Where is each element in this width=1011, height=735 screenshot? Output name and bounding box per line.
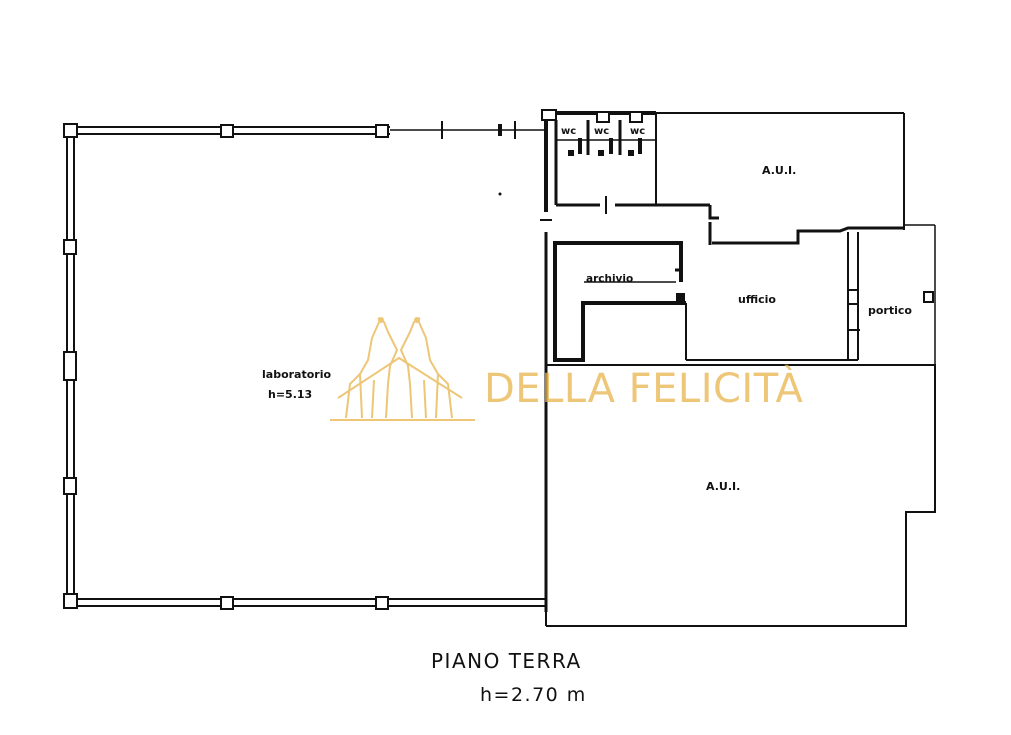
giraffe-logo-icon [330, 317, 475, 421]
room-label-aui-bottom: A.U.I. [706, 480, 740, 493]
room-label-ufficio: ufficio [738, 293, 776, 306]
plan-title: PIANO TERRA [431, 649, 582, 673]
watermark-text: DELLA FELICITÀ [484, 364, 804, 412]
laboratorio-walls [63, 121, 548, 612]
room-label-portico: portico [868, 304, 912, 317]
plan-height-label: h=2.70 m [480, 684, 587, 706]
room-label-archivio: archivio [586, 273, 633, 285]
ufficio-portico-walls [685, 232, 935, 366]
room-label-wc-3: wc [630, 126, 645, 137]
room-label-aui-top: A.U.I. [762, 164, 796, 177]
archivio-walls [553, 241, 686, 362]
watermark: DELLA FELICITÀ [330, 317, 804, 421]
room-label-laboratorio-height: h=5.13 [268, 388, 312, 401]
upper-block-walls [540, 109, 936, 365]
room-label-laboratorio: laboratorio [262, 368, 331, 381]
lower-aui-walls [545, 364, 936, 627]
room-label-wc-2: wc [594, 126, 609, 137]
room-label-wc-1: wc [561, 126, 576, 137]
